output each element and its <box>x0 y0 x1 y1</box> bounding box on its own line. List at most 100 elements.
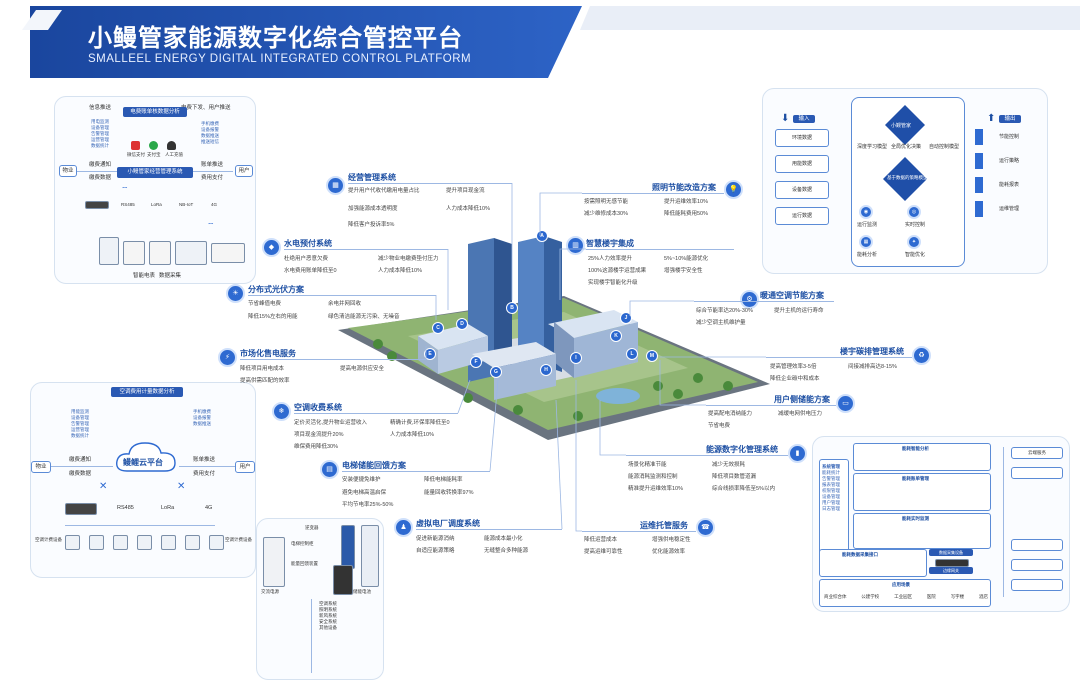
gateway-device <box>65 503 97 515</box>
lt-arrow-line-left <box>77 171 117 172</box>
lb-right-list: 手机缴费 设备报警 数据推送 <box>193 409 211 426</box>
lt-top-left-label: 信息推送 <box>89 105 112 111</box>
rb-right-box <box>1011 467 1063 479</box>
map-pin[interactable]: J <box>620 312 632 324</box>
rb-realtime: 能耗实时监测 <box>853 513 991 549</box>
lighting-icon: 💡 <box>724 180 743 199</box>
lb-left-arrow-bottom: 缴费数据 <box>69 471 92 477</box>
engine-mid-label: 全局优化决策 <box>891 144 922 150</box>
feature-title-shuidian: 水电预付系统 <box>284 239 332 248</box>
input-item: 用能数据 <box>775 155 829 173</box>
control-icon: ◎ <box>907 205 921 219</box>
right-top-panel: ⬇ 输入 环境数据 用能数据 设备数据 运行数据 小鳗管家 深度学习模型 全局优… <box>762 88 1048 274</box>
feature-title-jingying: 经营管理系统 <box>348 173 396 182</box>
output-item: 能耗报表 <box>975 177 1037 193</box>
feature-title-shoudian: 市场化售电服务 <box>240 349 296 358</box>
lb-right-arrow-top: 账单推送 <box>193 457 216 463</box>
feature-title-nengyuan: 能源数字化管理系统 <box>706 445 778 454</box>
lb-right-caption: 空调计费设备 <box>225 537 252 542</box>
power-sales-icon: ⚡ <box>218 348 237 367</box>
optimize-icon: ✦ <box>907 235 921 249</box>
lb-device-row <box>65 535 225 551</box>
smart-meter <box>211 243 245 263</box>
input-item: 运行数据 <box>775 207 829 225</box>
map-pin[interactable]: K <box>610 330 622 342</box>
lt-top-right-label: 电费下发、用户推送 <box>181 105 231 111</box>
map-pin[interactable]: C <box>432 322 444 334</box>
cabinet-label: 交流电源 <box>261 589 279 594</box>
output-item: 运行策略 <box>975 153 1037 169</box>
smart-meter <box>175 241 207 265</box>
map-pin[interactable]: M <box>646 350 658 362</box>
lt-bottom-label-meter: 智能电表 <box>133 273 156 279</box>
ac-billing-icon: ❄ <box>272 402 291 421</box>
map-pin[interactable]: B <box>506 302 518 314</box>
ac-meter-device <box>89 535 104 550</box>
feature-title-kongtiao: 空调收费系统 <box>294 403 342 412</box>
alipay-icon <box>149 141 158 150</box>
elevator-panel: 交流电源 逆变器 电梯控制柜 能量回馈装置 储能电池 空调系统 照明系统 新风系… <box>256 518 384 680</box>
output-arrow-icon: ⬆ <box>987 113 996 124</box>
left-top-panel: 信息推送 电费下发、用户推送 电费账单核数据分析 用电监测 设备管理 告警管理 … <box>54 96 256 284</box>
wifi-icon: ✕ <box>99 481 108 492</box>
rb-analysis: 能耗智能分析 <box>853 443 991 471</box>
lt-pay-icons: 微信支付 支付宝 人工充值 <box>127 141 183 161</box>
rb-right-box <box>1011 579 1063 591</box>
feature-title-yunwei: 运维托管服务 <box>640 521 688 530</box>
lt-meters <box>99 237 249 267</box>
right-bottom-panel: 系统管理 能耗统计 告警管理 报表管理 权限管理 设备管理 用户管理 日志管理 … <box>812 436 1070 612</box>
ac-meter-device <box>65 535 80 550</box>
cloud-label: 鳗鲤云平台 <box>123 458 163 467</box>
hvac-icon: ⚙ <box>740 290 759 309</box>
map-pin[interactable]: A <box>536 230 548 242</box>
lb-header-box: 空调费用计量数据分析 <box>111 387 183 397</box>
lt-left-list: 用电监测 设备管理 告警管理 运营管理 数据统计 <box>91 119 109 148</box>
ac-meter-device <box>137 535 152 550</box>
smart-meter <box>149 241 171 265</box>
map-pin[interactable]: H <box>540 364 552 376</box>
ac-meter-device <box>185 535 200 550</box>
virtual-plant-icon: ♟ <box>394 518 413 537</box>
elevator-loads: 空调系统 照明系统 新风系统 安全系统 其他设备 <box>319 601 337 630</box>
lb-left-arrow-top: 缴费通知 <box>69 457 92 463</box>
rb-right-box <box>1011 539 1063 551</box>
feature-title-xuni: 虚拟电厂调度系统 <box>416 519 480 528</box>
prepaid-icon: ◆ <box>262 238 281 257</box>
analysis-icon: ▦ <box>859 235 873 249</box>
smart-meter <box>99 237 119 265</box>
smart-building-icon: ▥ <box>566 236 585 255</box>
left-bottom-panel: 空调费用计量数据分析 用能监测 设备管理 告警管理 运营管理 数据统计 手机缴费… <box>30 382 256 578</box>
title-rest: 能源数字化综合管控平台 <box>188 25 463 52</box>
rb-connector <box>1003 447 1004 597</box>
carbon-icon: ♻ <box>912 346 931 365</box>
map-pin[interactable]: D <box>456 318 468 330</box>
wifi-icon: ⌔ <box>121 185 129 194</box>
feature-title-nuantong: 暖通空调节能方案 <box>760 291 824 300</box>
lb-right-arrow-bottom: 费用支付 <box>193 471 216 477</box>
feature-title-yonghu: 用户侧储能方案 <box>774 395 830 404</box>
gateway-device <box>935 559 969 567</box>
lt-right-arrow-bottom: 费用支付 <box>201 175 224 181</box>
elevator-icon: ▤ <box>320 460 339 479</box>
lt-network-row: RS485 LoRa NB-IoT 4G <box>85 199 235 211</box>
lt-center-box: 电费账单核数据分析 <box>123 107 187 117</box>
rb-interface: 能耗数据采集接口 <box>819 549 927 577</box>
map-pin[interactable]: I <box>570 352 582 364</box>
lt-bottom-label-collect: 数据采集 <box>159 273 182 279</box>
input-list: 环境数据 用能数据 设备数据 运行数据 <box>775 129 829 233</box>
feature-title-chuneng: 电梯储能回馈方案 <box>342 461 406 470</box>
feature-title-zhaoming: 照明节能改造方案 <box>652 183 716 192</box>
map-pin[interactable]: L <box>626 348 638 360</box>
input-arrow-icon: ⬇ <box>781 113 790 124</box>
feature-title-guangfu: 分布式光伏方案 <box>248 285 304 294</box>
engine-core-diamond <box>883 157 927 201</box>
ac-meter-device <box>161 535 176 550</box>
engine-top-label: 小鳗管家 <box>891 123 912 129</box>
map-pin[interactable]: E <box>424 348 436 360</box>
input-label: 输入 <box>793 115 815 123</box>
map-pin[interactable]: F <box>470 356 482 368</box>
solar-icon: ☀ <box>226 284 245 303</box>
rb-billing: 能耗账单管理 <box>853 473 991 511</box>
map-pin[interactable]: G <box>490 366 502 378</box>
